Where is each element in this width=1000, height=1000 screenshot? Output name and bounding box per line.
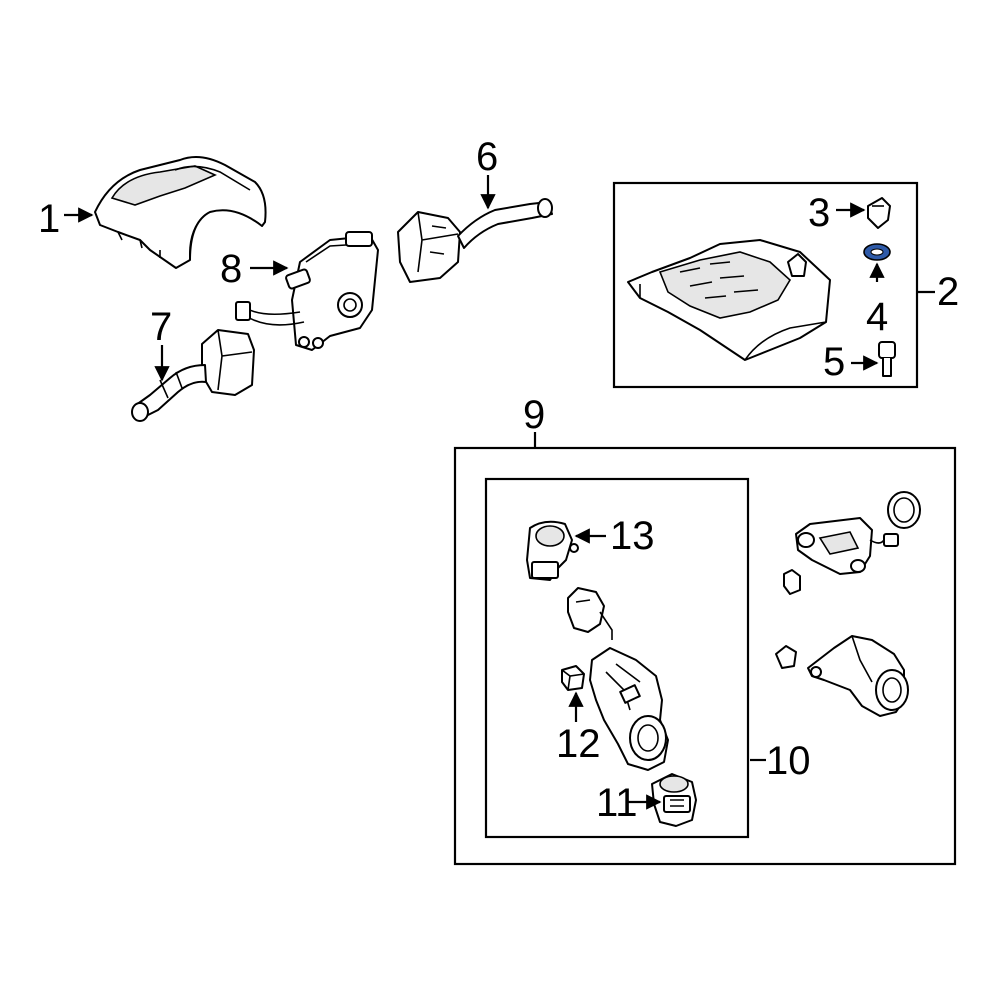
callout-12: 12: [556, 722, 601, 766]
part-4-washer[interactable]: [863, 243, 891, 261]
callout-3: 3: [808, 191, 830, 235]
callout-6: 6: [476, 135, 498, 179]
part-1-upper-column-cover[interactable]: [94, 155, 267, 269]
part-13-immobilizer-coil[interactable]: [526, 520, 579, 581]
part-ring[interactable]: [887, 491, 921, 529]
part-5-screw[interactable]: [878, 341, 896, 377]
callout-7: 7: [150, 305, 172, 349]
box-9-lock-assembly: [453, 446, 957, 866]
part-6-wiper-switch[interactable]: [397, 198, 553, 283]
part-lock-bracket[interactable]: [795, 517, 899, 575]
callout-13: 13: [610, 514, 655, 558]
leader-lines: [64, 175, 935, 810]
part-8-switch-body[interactable]: [235, 231, 379, 351]
callout-11: 11: [596, 781, 638, 825]
part-12-bushing[interactable]: [561, 665, 585, 691]
part-bulb-socket-bottom[interactable]: [775, 645, 797, 669]
box-10-lock-housing: [484, 477, 750, 839]
part-7-turn-signal-switch[interactable]: [131, 329, 255, 422]
part-key-switch[interactable]: [567, 587, 613, 640]
box-2-lower-cover-group: [612, 181, 919, 389]
callout-1: 1: [38, 197, 60, 241]
part-lock-cylinder[interactable]: [807, 635, 909, 717]
part-2-lower-column-cover[interactable]: [627, 239, 831, 361]
callout-5: 5: [823, 340, 845, 384]
callout-9: 9: [523, 393, 545, 437]
callout-8: 8: [220, 247, 242, 291]
part-11-ignition-switch[interactable]: [651, 773, 697, 827]
part-bulb-socket-top[interactable]: [783, 569, 801, 595]
callout-10: 10: [766, 739, 811, 783]
part-3-clip[interactable]: [867, 197, 891, 229]
part-10-lock-housing[interactable]: [589, 647, 669, 771]
callout-4: 4: [866, 295, 888, 339]
callout-2: 2: [937, 270, 959, 314]
